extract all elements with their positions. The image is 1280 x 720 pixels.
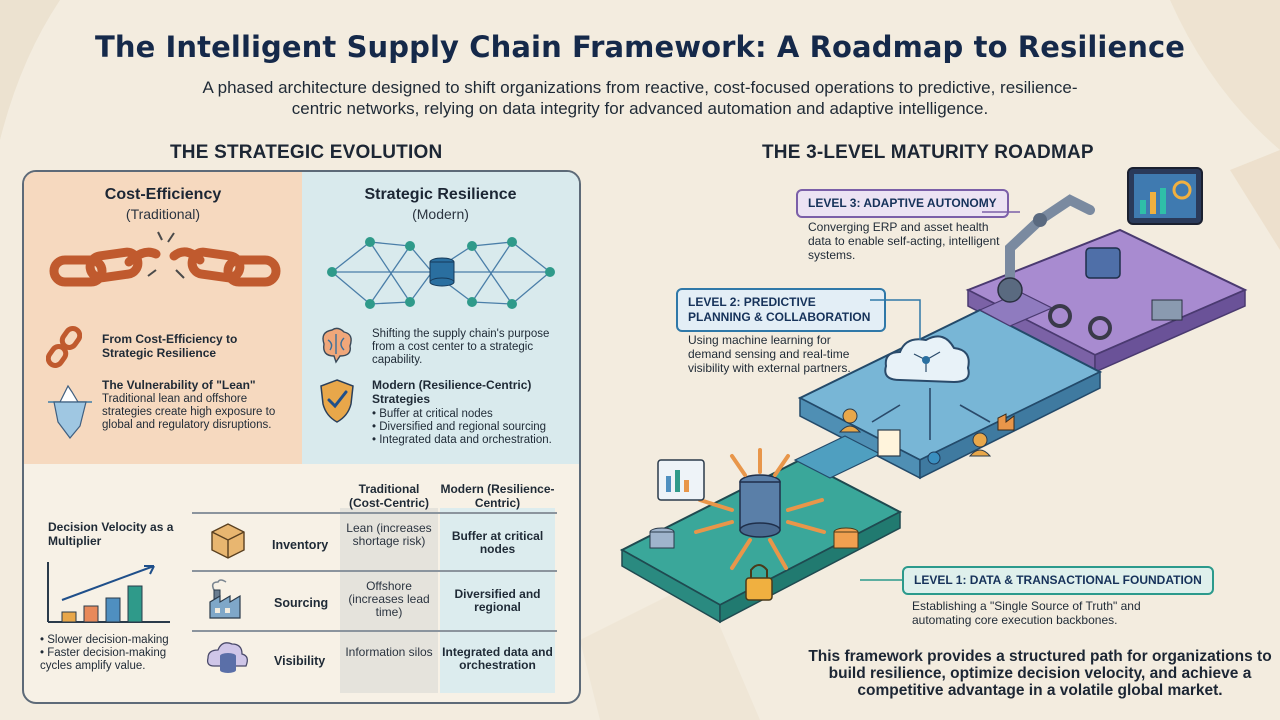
table-divider bbox=[192, 570, 557, 572]
decision-velocity-list: Slower decision-making Faster decision-m… bbox=[40, 634, 200, 673]
resilience-purpose: Shifting the supply chain's purpose from… bbox=[372, 328, 550, 366]
velocity-item: Faster decision-making cycles amplify va… bbox=[40, 647, 200, 673]
broken-chain-icon bbox=[49, 231, 281, 287]
row-label-inventory: Inventory bbox=[272, 538, 329, 552]
row-label-sourcing: Sourcing bbox=[274, 596, 329, 610]
growth-bar-chart-icon bbox=[47, 562, 170, 623]
factory-icon bbox=[209, 579, 241, 619]
evolution-heading: THE STRATEGIC EVOLUTION bbox=[170, 142, 443, 163]
page-title: The Intelligent Supply Chain Framework: … bbox=[94, 30, 1186, 64]
iceberg-icon bbox=[48, 384, 92, 439]
box-icon bbox=[211, 523, 245, 559]
resilience-strategies-list: Buffer at critical nodes Diversified and… bbox=[372, 408, 572, 447]
strategic-resilience-subtitle: (Modern) bbox=[412, 206, 469, 222]
strategic-resilience-title: Strategic Resilience bbox=[364, 186, 517, 203]
strategy-item: Buffer at critical nodes bbox=[372, 408, 572, 421]
cost-item-1-title: From Cost-Efficiency to Strategic Resili… bbox=[102, 332, 238, 360]
brain-icon bbox=[322, 327, 352, 364]
cost-efficiency-title: Cost-Efficiency bbox=[104, 186, 222, 203]
level-2-tag: LEVEL 2: PREDICTIVE PLANNING & COLLABORA… bbox=[676, 288, 886, 332]
cloud-database-icon bbox=[206, 642, 248, 673]
roadmap-heading: THE 3-LEVEL MATURITY ROADMAP bbox=[762, 142, 1094, 163]
page-subtitle: A phased architecture designed to shift … bbox=[202, 78, 1078, 118]
closing-statement: This framework provides a structured pat… bbox=[808, 648, 1272, 699]
level-3-tag: LEVEL 3: ADAPTIVE AUTONOMY bbox=[796, 189, 1009, 218]
decision-velocity-title: Decision Velocity as a Multiplier bbox=[48, 520, 174, 548]
resilient-network-icon bbox=[327, 237, 555, 309]
shield-check-icon bbox=[320, 379, 354, 423]
row-label-visibility: Visibility bbox=[274, 654, 326, 668]
level-2-description: Using machine learning for demand sensin… bbox=[688, 333, 851, 375]
table-divider bbox=[192, 630, 557, 632]
modern-column-bg bbox=[440, 508, 555, 693]
traditional-column-bg bbox=[340, 508, 438, 693]
cost-item-2-body: Traditional lean and offshore strategies… bbox=[102, 393, 276, 431]
cell-modern: Integrated data and orchestration bbox=[442, 645, 553, 672]
cost-efficiency-subtitle: (Traditional) bbox=[125, 206, 201, 222]
cell-modern: Buffer at critical nodes bbox=[451, 529, 544, 556]
cell-traditional: Offshore (increases lead time) bbox=[348, 579, 430, 619]
level-1-description: Establishing a "Single Source of Truth" … bbox=[912, 599, 1141, 627]
cell-modern: Diversified and regional bbox=[454, 587, 541, 614]
table-header-modern: Modern (Resilience-Centric) bbox=[440, 482, 555, 510]
level-1-tag: LEVEL 1: DATA & TRANSACTIONAL FOUNDATION bbox=[902, 566, 1214, 595]
strategic-evolution-panel: Cost-Efficiency (Traditional) Strategic … bbox=[22, 170, 581, 704]
table-divider bbox=[192, 512, 557, 514]
broken-link-icon bbox=[46, 326, 82, 368]
level-3-description: Converging ERP and asset health data to … bbox=[808, 220, 1000, 262]
velocity-item: Slower decision-making bbox=[40, 634, 200, 647]
resilience-strategies-title: Modern (Resilience-Centric) Strategies bbox=[372, 378, 532, 406]
table-header-traditional: Traditional (Cost-Centric) bbox=[349, 482, 429, 510]
strategy-item: Diversified and regional sourcing bbox=[372, 421, 572, 434]
cell-traditional: Lean (increases shortage risk) bbox=[346, 521, 432, 548]
cost-item-2-title: The Vulnerability of "Lean" bbox=[102, 378, 256, 392]
strategy-item: Integrated data and orchestration. bbox=[372, 434, 572, 447]
cell-traditional: Information silos bbox=[345, 645, 433, 659]
